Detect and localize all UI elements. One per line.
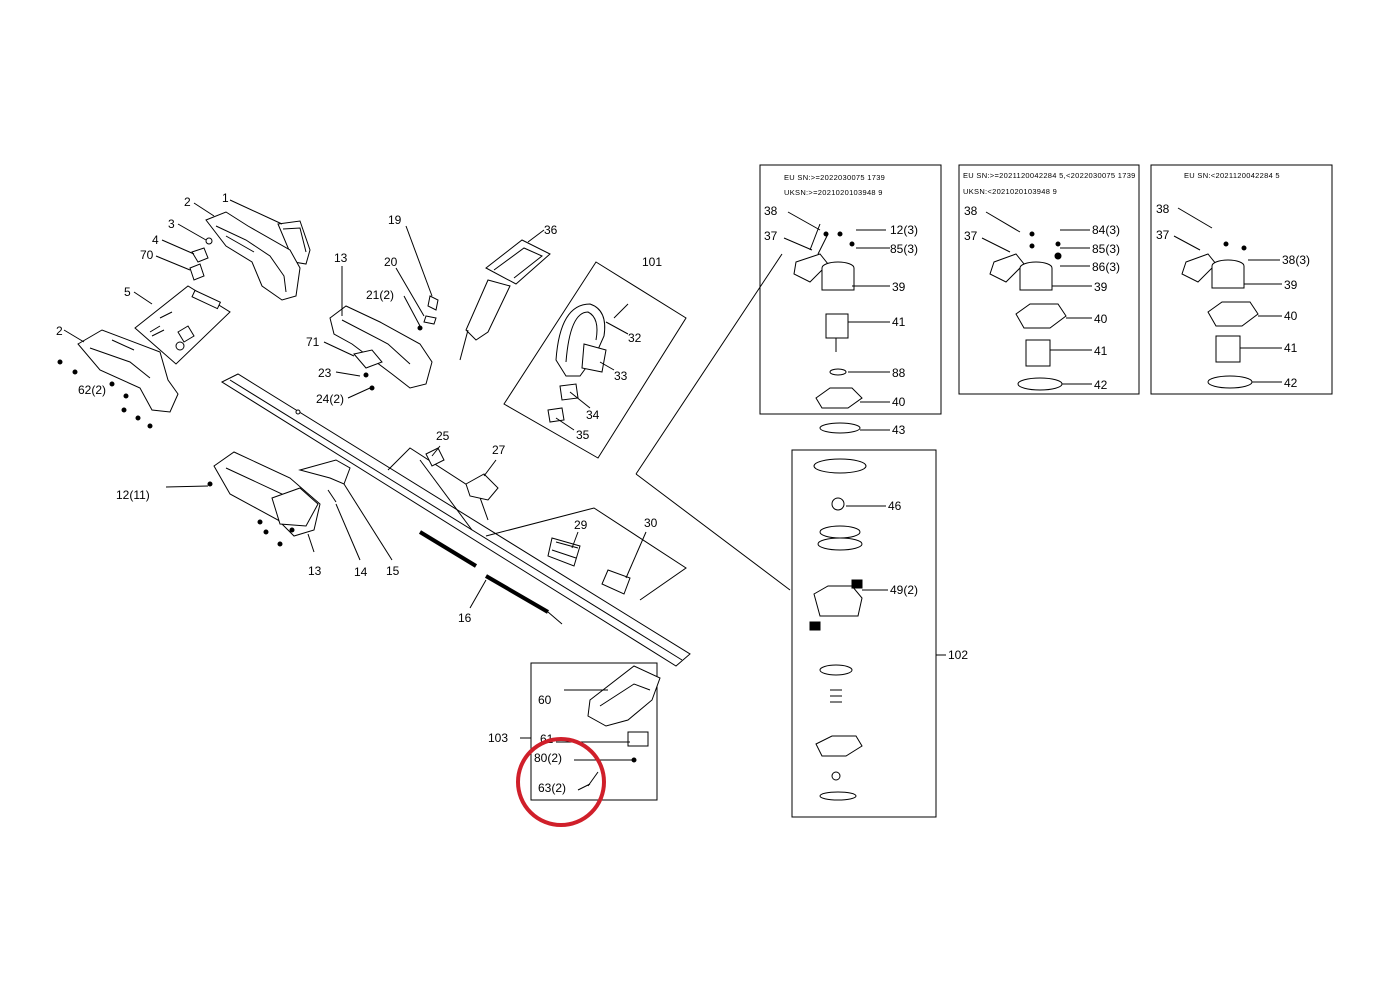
label-16: 16 <box>458 611 472 625</box>
label-2a: 2 <box>184 195 191 209</box>
label-29: 29 <box>574 518 588 532</box>
serial-a-eu: EU SN:>=2022030075 1739 <box>784 173 885 182</box>
shaft-parts-frame <box>387 447 687 625</box>
label-15: 15 <box>386 564 400 578</box>
variant-box-a <box>759 164 942 434</box>
label-b40: 40 <box>1094 312 1108 326</box>
label-30: 30 <box>644 516 658 530</box>
handle-assembly <box>57 211 311 429</box>
label-b37: 37 <box>964 229 978 243</box>
label-b38: 38 <box>964 204 978 218</box>
part-labels: 1 2 3 4 70 5 2 62(2) 12(11) 13 14 15 16 … <box>56 191 1310 795</box>
part-103-frame <box>530 662 661 801</box>
label-b84: 84(3) <box>1092 223 1120 237</box>
serial-number-notes: EU SN:>=2022030075 1739 UKSN:>=202102010… <box>784 171 1280 197</box>
label-a38: 38 <box>764 204 778 218</box>
part-102-frame <box>791 449 937 818</box>
label-23: 23 <box>318 366 332 380</box>
shaft-to-head-connector <box>635 253 783 475</box>
label-19: 19 <box>388 213 402 227</box>
part-101-frame <box>503 261 687 459</box>
label-c38-3: 38(3) <box>1282 253 1310 267</box>
serial-b-eu: EU SN:>=2021120042284 5,<2022030075 1739 <box>963 171 1136 180</box>
label-a39: 39 <box>892 280 906 294</box>
label-34: 34 <box>586 408 600 422</box>
label-13b: 13 <box>308 564 322 578</box>
label-c37: 37 <box>1156 228 1170 242</box>
label-21: 21(2) <box>366 288 394 302</box>
label-c40: 40 <box>1284 309 1298 323</box>
label-36: 36 <box>544 223 558 237</box>
serial-c-eu: EU SN:<2021120042284 5 <box>1184 171 1280 180</box>
label-c39: 39 <box>1284 278 1298 292</box>
highlight-circle <box>516 737 606 827</box>
label-60: 60 <box>538 693 552 707</box>
label-a12: 12(3) <box>890 223 918 237</box>
label-25: 25 <box>436 429 450 443</box>
variant-box-b <box>958 164 1140 395</box>
label-101: 101 <box>642 255 662 269</box>
label-3: 3 <box>168 217 175 231</box>
serial-b-uk: UKSN:<2021020103948 9 <box>963 187 1057 196</box>
label-80: 80(2) <box>534 751 562 765</box>
label-b39: 39 <box>1094 280 1108 294</box>
label-1: 1 <box>222 191 229 205</box>
label-a41: 41 <box>892 315 906 329</box>
label-102: 102 <box>948 648 968 662</box>
label-49: 49(2) <box>890 583 918 597</box>
label-c42: 42 <box>1284 376 1298 390</box>
label-24: 24(2) <box>316 392 344 406</box>
label-103: 103 <box>488 731 508 745</box>
lower-housing <box>207 451 351 547</box>
main-shaft <box>220 373 691 667</box>
label-70: 70 <box>140 248 154 262</box>
variant-box-c <box>1150 164 1333 395</box>
label-c38: 38 <box>1156 202 1170 216</box>
label-b85: 85(3) <box>1092 242 1120 256</box>
label-c41: 41 <box>1284 341 1298 355</box>
label-63: 63(2) <box>538 781 566 795</box>
switch-assembly <box>329 295 439 391</box>
label-71: 71 <box>306 335 320 349</box>
serial-a-uk: UKSN:>=2021020103948 9 <box>784 188 883 197</box>
label-27: 27 <box>492 443 506 457</box>
label-43: 43 <box>892 423 906 437</box>
label-a88: 88 <box>892 366 906 380</box>
label-46: 46 <box>888 499 902 513</box>
label-5: 5 <box>124 285 131 299</box>
leader-lines <box>63 199 1282 791</box>
label-14: 14 <box>354 565 368 579</box>
label-a40: 40 <box>892 395 906 409</box>
label-a85: 85(3) <box>890 242 918 256</box>
assist-handle <box>459 239 551 361</box>
label-b41: 41 <box>1094 344 1108 358</box>
label-b42: 42 <box>1094 378 1108 392</box>
label-13a: 13 <box>334 251 348 265</box>
label-2b: 2 <box>56 324 63 338</box>
label-12-11: 12(11) <box>116 488 150 502</box>
label-b86: 86(3) <box>1092 260 1120 274</box>
label-20: 20 <box>384 255 398 269</box>
part-5-frame <box>134 285 231 365</box>
label-4: 4 <box>152 233 159 247</box>
label-a37: 37 <box>764 229 778 243</box>
label-33: 33 <box>614 369 628 383</box>
label-62: 62(2) <box>78 383 106 397</box>
label-35: 35 <box>576 428 590 442</box>
label-32: 32 <box>628 331 642 345</box>
